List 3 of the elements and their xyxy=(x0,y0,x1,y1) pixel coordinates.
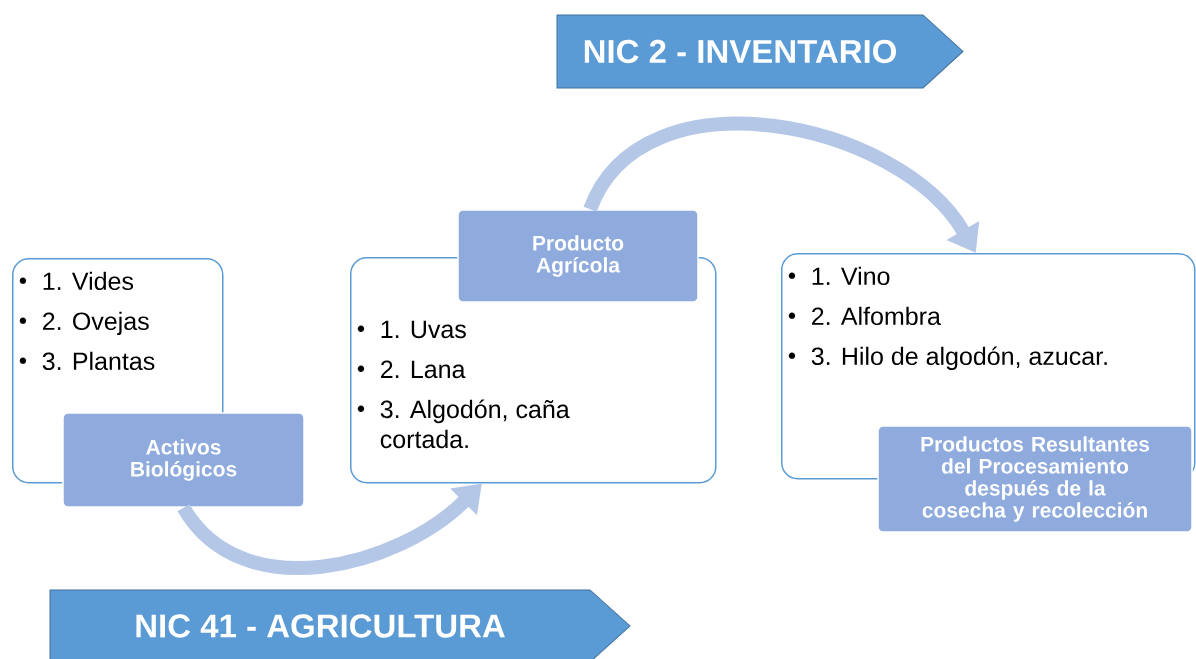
label-box: Productos Resultantes del Procesamiento después de la cosecha y recolección xyxy=(877,425,1193,533)
label-box: Activos Biológicos xyxy=(62,412,305,508)
label-box: Producto Agrícola xyxy=(457,209,699,303)
